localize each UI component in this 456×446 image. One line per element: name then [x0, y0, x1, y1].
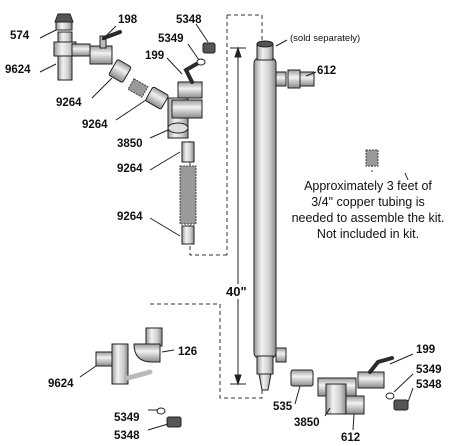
part-126-elbow — [133, 327, 163, 363]
part-9264-adapter-d — [181, 225, 195, 245]
part-574-cap — [54, 13, 74, 31]
part-5349-bottom-right-washer — [385, 392, 395, 400]
dimension-line-40in — [230, 46, 246, 386]
part-612-top-fitting — [287, 69, 315, 89]
label-9264-a: 9264 — [56, 97, 82, 109]
label-9264-c: 9264 — [117, 163, 143, 175]
label-126: 126 — [178, 346, 198, 358]
label-199-bottom: 199 — [416, 344, 436, 356]
label-5348-top: 5348 — [176, 14, 202, 26]
tubing-note-line-2: 3/4" copper tubing is — [311, 195, 425, 209]
label-9624-top: 9624 — [5, 64, 31, 76]
label-9264-b: 9264 — [82, 119, 108, 131]
label-535: 535 — [273, 401, 293, 413]
label-612-bottom: 612 — [341, 432, 361, 444]
label-5349-bottom-right: 5349 — [416, 364, 442, 376]
label-199-top: 199 — [145, 50, 165, 62]
bottom-left-valve-handle — [125, 369, 153, 381]
part-9264-adapter-c — [181, 141, 195, 163]
part-5349-top-washer — [196, 58, 206, 66]
part-5349-bottom-left-washer — [156, 407, 166, 415]
part-3850-top-tee — [167, 97, 203, 139]
label-3850-top: 3850 — [117, 138, 143, 150]
part-5348-bottom-right-nut — [393, 399, 409, 411]
label-198: 198 — [118, 14, 138, 26]
part-198-valve — [89, 30, 122, 65]
leader-lines — [39, 23, 414, 431]
label-9624-bottom: 9624 — [48, 378, 74, 390]
main-column-tube — [253, 40, 287, 391]
part-9264-adapter-b — [145, 86, 169, 110]
tubing-note-line-4: Not included in kit. — [316, 227, 420, 241]
copper-tubing-segment-long — [179, 165, 197, 225]
part-9624-bottom-tee — [95, 343, 129, 385]
part-535-nipple — [290, 369, 314, 387]
part-199-top-valve — [177, 60, 203, 99]
label-5348-bottom-right: 5348 — [416, 379, 442, 391]
tubing-note-line-1: Approximately 3 feet of — [304, 179, 432, 193]
label-9264-d: 9264 — [117, 211, 143, 223]
label-3850-bottom: 3850 — [294, 417, 320, 429]
tubing-note: Approximately 3 feet of 3/4" copper tubi… — [282, 178, 454, 242]
tubing-note-line-3: needed to assemble the kit. — [291, 211, 445, 225]
dimension-label-40in: 40" — [225, 284, 248, 299]
label-574: 574 — [10, 30, 30, 42]
part-3850-bottom-tee — [317, 377, 357, 415]
sold-separately-note: (sold separately) — [290, 33, 361, 44]
part-612-bottom-fitting — [345, 395, 365, 415]
copper-tubing-segment-top — [127, 78, 149, 98]
part-5348-top-nut — [202, 42, 216, 54]
label-5349-top: 5349 — [158, 33, 184, 45]
part-199-bottom-valve — [357, 356, 394, 389]
label-5348-bottom-left: 5348 — [114, 430, 140, 442]
part-9624-top-tee — [53, 31, 91, 81]
part-9264-adapter-a — [108, 59, 132, 83]
label-5349-bottom-left: 5349 — [114, 412, 140, 424]
part-5348-bottom-left-nut — [166, 416, 182, 428]
copper-tubing-icon — [365, 149, 379, 167]
label-612-top: 612 — [317, 65, 337, 77]
